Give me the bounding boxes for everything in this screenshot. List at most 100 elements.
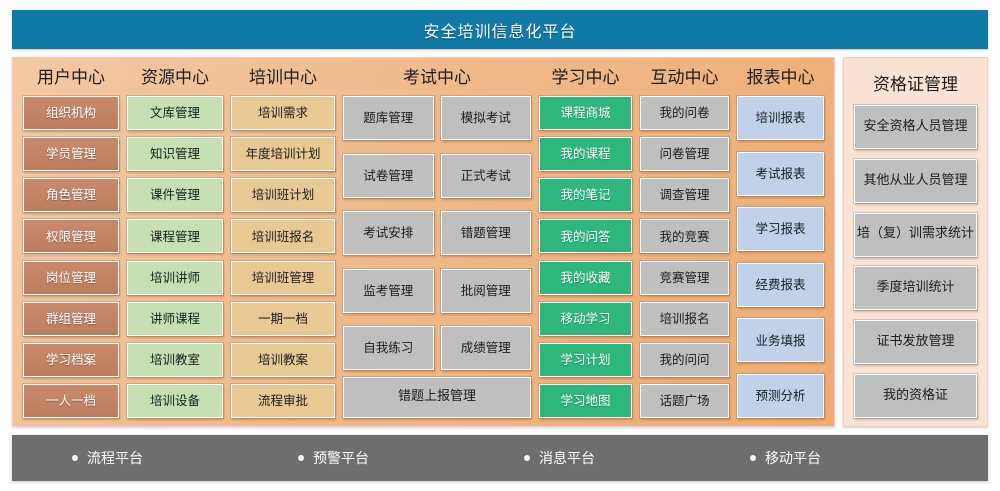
column-title-study-center: 学习中心: [551, 68, 620, 88]
tile-exam-right-0[interactable]: 模拟考试: [439, 95, 532, 141]
tile-user-3[interactable]: 权限管理: [22, 218, 120, 255]
column-report-center: 报表中心 培训报表 考试报表 学习报表 经费报表 业务填报 预测分析: [733, 64, 828, 419]
bullet-icon: [524, 455, 530, 461]
column-exam-center: 考试中心 题库管理 试卷管理 考试安排 监考管理 自我练习 模拟考试 正式考试: [339, 64, 535, 419]
column-body-user-center: 组织机构 学员管理 角色管理 权限管理 岗位管理 群组管理 学习档案 一人一档: [22, 95, 120, 419]
tile-interaction-6[interactable]: 我的问问: [639, 341, 730, 378]
column-body-training-center: 培训需求 年度培训计划 培训班计划 培训班报名 培训班管理 一期一档 培训教案 …: [230, 95, 336, 419]
tile-interaction-5[interactable]: 培训报名: [639, 300, 730, 337]
page-title: 安全培训信息化平台: [423, 21, 577, 41]
tile-report-1[interactable]: 考试报表: [736, 150, 825, 197]
main-modules-panel: 用户中心 组织机构 学员管理 角色管理 权限管理 岗位管理 群组管理 学习档案 …: [12, 57, 835, 427]
tile-study-6[interactable]: 学习计划: [538, 341, 633, 378]
tile-user-7[interactable]: 一人一档: [22, 382, 120, 419]
tile-resource-6[interactable]: 培训教室: [126, 341, 224, 378]
tile-interaction-4[interactable]: 竞赛管理: [639, 259, 730, 296]
tile-exam-left-1[interactable]: 试卷管理: [342, 152, 435, 199]
modules-board: 用户中心 组织机构 学员管理 角色管理 权限管理 岗位管理 群组管理 学习档案 …: [12, 57, 988, 427]
column-body-study-center: 课程商城 我的课程 我的笔记 我的问答 我的收藏 移动学习 学习计划 学习地图: [538, 95, 633, 419]
tile-exam-left-3[interactable]: 监考管理: [342, 267, 435, 314]
column-body-resource-center: 文库管理 知识管理 课件管理 课程管理 培训讲师 讲师课程 培训教室 培训设备: [126, 95, 224, 419]
footer-item-warning-platform[interactable]: 预警平台: [298, 448, 524, 468]
footer-label-0: 流程平台: [87, 451, 143, 467]
tile-resource-7[interactable]: 培训设备: [126, 382, 224, 419]
tile-user-1[interactable]: 学员管理: [22, 136, 120, 173]
tile-exam-right-3[interactable]: 批阅管理: [439, 267, 532, 314]
tile-certificate-3[interactable]: 季度培训统计: [853, 265, 978, 312]
panel-title-certificate-management: 资格证管理: [873, 75, 958, 95]
tile-resource-5[interactable]: 讲师课程: [126, 300, 224, 337]
tile-report-2[interactable]: 学习报表: [736, 206, 825, 253]
column-resource-center: 资源中心 文库管理 知识管理 课件管理 课程管理 培训讲师 讲师课程 培训教室 …: [123, 64, 227, 419]
tile-user-0[interactable]: 组织机构: [22, 95, 120, 131]
column-body-report-center: 培训报表 考试报表 学习报表 经费报表 业务填报 预测分析: [736, 95, 825, 419]
tile-certificate-4[interactable]: 证书发放管理: [853, 319, 978, 366]
tile-exam-right-1[interactable]: 正式考试: [439, 152, 532, 199]
platform-footer: 流程平台 预警平台 消息平台 移动平台: [12, 435, 988, 481]
tile-interaction-1[interactable]: 问卷管理: [639, 136, 730, 173]
tile-training-4[interactable]: 培训班管理: [230, 259, 336, 296]
tile-interaction-3[interactable]: 我的竞赛: [639, 218, 730, 255]
column-title-user-center: 用户中心: [37, 68, 105, 88]
tile-certificate-0[interactable]: 安全资格人员管理: [853, 104, 978, 150]
tile-training-2[interactable]: 培训班计划: [230, 177, 336, 214]
certificate-management-panel: 资格证管理 安全资格人员管理 其他从业人员管理 培（复）训需求统计 季度培训统计…: [843, 57, 988, 427]
tile-user-2[interactable]: 角色管理: [22, 177, 120, 214]
tile-interaction-7[interactable]: 话题广场: [639, 382, 730, 419]
footer-label-1: 预警平台: [313, 451, 369, 467]
tile-resource-0[interactable]: 文库管理: [126, 95, 224, 131]
tile-training-3[interactable]: 培训班报名: [230, 218, 336, 255]
tile-report-0[interactable]: 培训报表: [736, 95, 825, 141]
column-training-center: 培训中心 培训需求 年度培训计划 培训班计划 培训班报名 培训班管理 一期一档 …: [227, 64, 339, 419]
tile-study-3[interactable]: 我的问答: [538, 218, 633, 255]
tile-study-2[interactable]: 我的笔记: [538, 177, 633, 214]
tile-exam-left-0[interactable]: 题库管理: [342, 95, 435, 141]
tile-certificate-2[interactable]: 培（复）训需求统计: [853, 211, 978, 258]
exam-grid: 题库管理 试卷管理 考试安排 监考管理 自我练习 模拟考试 正式考试 错题管理 …: [342, 95, 532, 371]
footer-label-2: 消息平台: [539, 451, 595, 467]
tile-training-0[interactable]: 培训需求: [230, 95, 336, 131]
tile-user-4[interactable]: 岗位管理: [22, 259, 120, 296]
tile-report-4[interactable]: 业务填报: [736, 317, 825, 364]
tile-study-5[interactable]: 移动学习: [538, 300, 633, 337]
tile-resource-2[interactable]: 课件管理: [126, 177, 224, 214]
tile-certificate-5[interactable]: 我的资格证: [853, 372, 978, 419]
tile-study-0[interactable]: 课程商城: [538, 95, 633, 131]
bullet-icon: [72, 455, 78, 461]
tile-training-5[interactable]: 一期一档: [230, 300, 336, 337]
tile-user-6[interactable]: 学习档案: [22, 341, 120, 378]
tile-training-1[interactable]: 年度培训计划: [230, 136, 336, 173]
tile-exam-wide[interactable]: 错题上报管理: [342, 376, 532, 419]
column-study-center: 学习中心 课程商城 我的课程 我的笔记 我的问答 我的收藏 移动学习 学习计划 …: [535, 64, 636, 419]
tile-exam-left-4[interactable]: 自我练习: [342, 325, 435, 371]
tile-exam-right-2[interactable]: 错题管理: [439, 210, 532, 256]
tile-interaction-2[interactable]: 调查管理: [639, 177, 730, 214]
tile-training-6[interactable]: 培训教案: [230, 341, 336, 378]
bullet-icon: [298, 455, 304, 461]
column-body-exam-center: 题库管理 试卷管理 考试安排 监考管理 自我练习 模拟考试 正式考试 错题管理 …: [342, 95, 532, 419]
tile-study-7[interactable]: 学习地图: [538, 382, 633, 419]
tile-resource-3[interactable]: 课程管理: [126, 218, 224, 255]
tile-exam-left-2[interactable]: 考试安排: [342, 210, 435, 256]
tile-report-5[interactable]: 预测分析: [736, 372, 825, 419]
tile-resource-1[interactable]: 知识管理: [126, 136, 224, 173]
tile-certificate-1[interactable]: 其他从业人员管理: [853, 157, 978, 204]
footer-item-process-platform[interactable]: 流程平台: [72, 448, 298, 468]
exam-left-column: 题库管理 试卷管理 考试安排 监考管理 自我练习: [342, 95, 435, 371]
tile-study-4[interactable]: 我的收藏: [538, 259, 633, 296]
tile-interaction-0[interactable]: 我的问卷: [639, 95, 730, 131]
tile-training-7[interactable]: 流程审批: [230, 382, 336, 419]
tile-user-5[interactable]: 群组管理: [22, 300, 120, 337]
tile-report-3[interactable]: 经费报表: [736, 261, 825, 308]
tile-resource-4[interactable]: 培训讲师: [126, 259, 224, 296]
column-body-interaction-center: 我的问卷 问卷管理 调查管理 我的竞赛 竞赛管理 培训报名 我的问问 话题广场: [639, 95, 730, 419]
footer-item-message-platform[interactable]: 消息平台: [524, 448, 750, 468]
column-user-center: 用户中心 组织机构 学员管理 角色管理 权限管理 岗位管理 群组管理 学习档案 …: [19, 64, 123, 419]
column-interaction-center: 互动中心 我的问卷 问卷管理 调查管理 我的竞赛 竞赛管理 培训报名 我的问问 …: [636, 64, 733, 419]
tile-study-1[interactable]: 我的课程: [538, 136, 633, 173]
footer-item-mobile-platform[interactable]: 移动平台: [750, 448, 976, 468]
bullet-icon: [750, 455, 756, 461]
column-title-training-center: 培训中心: [249, 68, 317, 88]
tile-exam-right-4[interactable]: 成绩管理: [439, 325, 532, 371]
